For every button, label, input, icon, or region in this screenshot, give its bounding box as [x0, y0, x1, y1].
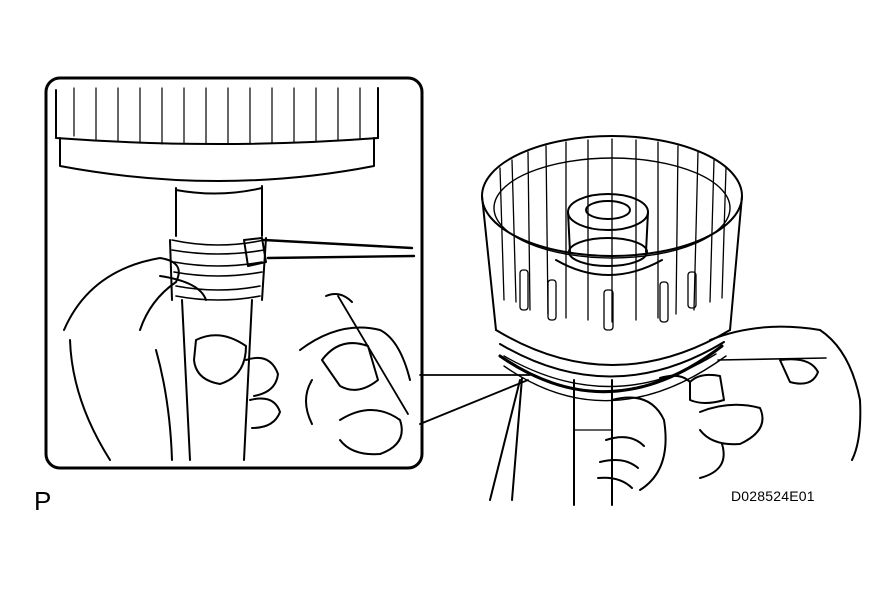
- snap-ring: [498, 344, 727, 402]
- left-hand: [489, 379, 667, 501]
- inset-shaft: [169, 185, 267, 461]
- shaft: [511, 377, 613, 506]
- corner-label-p: P: [34, 486, 52, 516]
- right-hand: [659, 325, 862, 479]
- screwdriver-tool: [243, 237, 416, 267]
- callout-lines: [419, 374, 531, 425]
- clutch-drum: [481, 135, 743, 388]
- detail-inset: [44, 76, 424, 470]
- hub: [555, 193, 663, 276]
- main-view: [481, 135, 862, 506]
- figure-code-label: D028524E01: [731, 488, 815, 504]
- inset-drum: [55, 87, 379, 182]
- inset-right-hand: [299, 293, 411, 456]
- inset-left-hand: [63, 257, 281, 461]
